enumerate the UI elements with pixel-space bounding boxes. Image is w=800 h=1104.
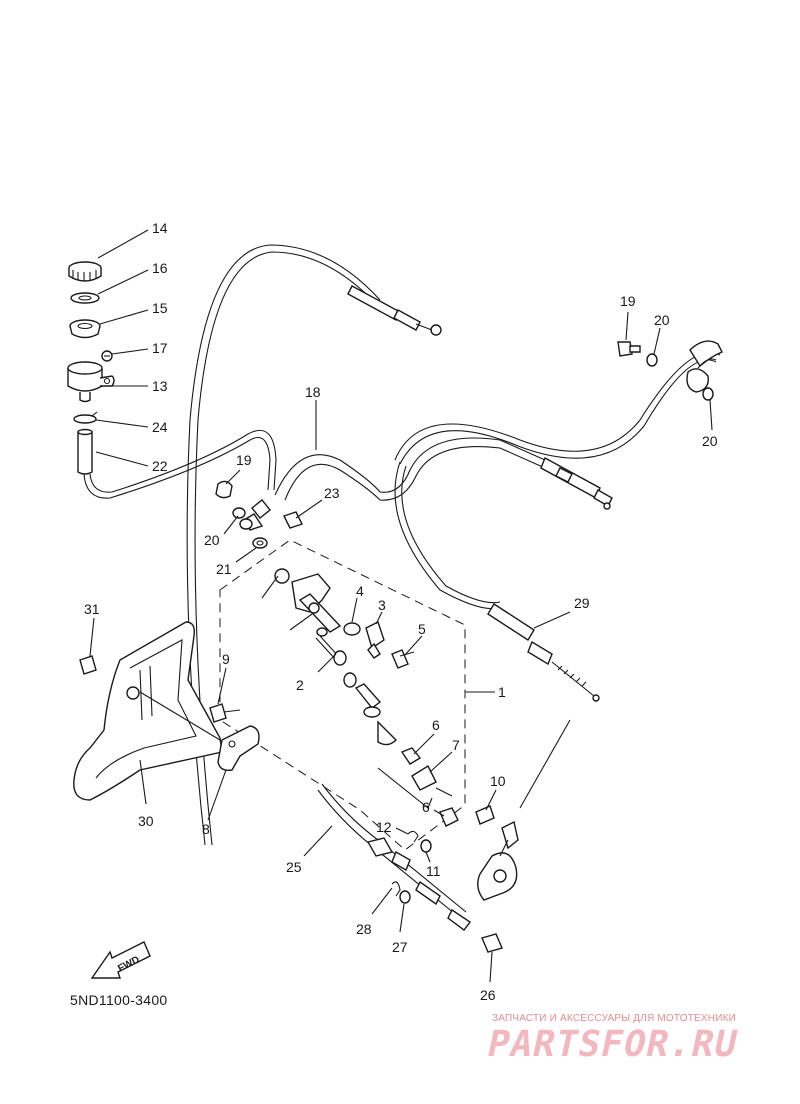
- nut-6-bottom-part[interactable]: [439, 807, 459, 827]
- cable-end-top-part[interactable]: [347, 285, 442, 336]
- diaphragm-plate-part[interactable]: [70, 292, 100, 304]
- watermark-brand: PARTSFOR.RU: [483, 1024, 742, 1065]
- brake-pedal-part[interactable]: [477, 719, 571, 901]
- callout-13: 13: [152, 378, 168, 394]
- screw-5-part[interactable]: [391, 649, 415, 669]
- leader-lines: [89, 229, 713, 983]
- callout-19-left: 19: [236, 452, 252, 468]
- callout-9: 9: [222, 651, 230, 667]
- screw-part[interactable]: [101, 350, 113, 362]
- o-ring-4-part[interactable]: [343, 622, 361, 636]
- heel-guard-30-part[interactable]: [73, 621, 223, 801]
- bolt-9-part[interactable]: [209, 703, 241, 723]
- callout-26: 26: [480, 987, 496, 1003]
- callout-10: 10: [490, 773, 506, 789]
- callout-12: 12: [376, 819, 392, 835]
- cotter-pin-12-part[interactable]: [407, 830, 419, 843]
- callout-28: 28: [356, 921, 372, 937]
- callout-20-top: 20: [654, 312, 670, 328]
- push-rod-7-part[interactable]: [377, 764, 453, 809]
- pin-26-part[interactable]: [481, 933, 503, 953]
- cable-29-lower-end-part[interactable]: [487, 603, 600, 702]
- cotter-pin-28-part[interactable]: [391, 881, 401, 897]
- callout-8: 8: [202, 821, 210, 837]
- callout-11: 11: [426, 863, 441, 879]
- diaphragm-part[interactable]: [69, 319, 101, 339]
- hose-clamp-part[interactable]: [73, 411, 98, 424]
- callout-19-top: 19: [620, 293, 636, 309]
- callout-3: 3: [378, 597, 386, 613]
- callout-25: 25: [286, 859, 302, 875]
- routing-lines: [83, 244, 721, 846]
- piston-kit-part[interactable]: [261, 575, 397, 746]
- hose-clip-23-part[interactable]: [283, 511, 303, 529]
- assembly-boundary: [219, 539, 466, 851]
- callout-6-bottom: 6: [422, 799, 430, 815]
- callout-24: 24: [152, 419, 168, 435]
- callout-4: 4: [356, 583, 364, 599]
- callout-23: 23: [324, 485, 340, 501]
- reservoir-hose-part[interactable]: [77, 428, 93, 475]
- brake-rod-cable-part[interactable]: [317, 783, 472, 931]
- callout-7: 7: [452, 737, 460, 753]
- bolt-31-part[interactable]: [79, 655, 97, 675]
- callout-2: 2: [296, 677, 304, 693]
- bracket-8-part[interactable]: [217, 725, 260, 772]
- fwd-arrow-icon: [90, 941, 151, 979]
- reservoir-tank-part[interactable]: [67, 361, 115, 403]
- callout-27: 27: [392, 939, 408, 955]
- diagram-code: 5ND1100-3400: [70, 992, 168, 1008]
- copper-washer-20-top-part[interactable]: [646, 353, 658, 367]
- nut-6-top-part[interactable]: [400, 747, 422, 765]
- callout-16: 16: [152, 260, 168, 276]
- callout-1: 1: [498, 684, 506, 700]
- callout-5: 5: [418, 621, 426, 637]
- hose-fitting-right-part[interactable]: [686, 340, 723, 393]
- reservoir-cap-part[interactable]: [68, 261, 102, 282]
- callout-6-top: 6: [432, 717, 440, 733]
- master-cylinder-body-part[interactable]: [274, 568, 342, 633]
- callout-14: 14: [152, 220, 168, 236]
- copper-washer-20-left-part[interactable]: [232, 507, 253, 530]
- washer-21-part[interactable]: [252, 537, 268, 549]
- callout-31: 31: [84, 601, 100, 617]
- callout-15: 15: [152, 300, 168, 316]
- callout-21: 21: [216, 561, 232, 577]
- callout-20-right: 20: [702, 433, 718, 449]
- pin-10-part[interactable]: [475, 805, 495, 825]
- callout-labels: 14 16 15 17 13 24 22 19 20 20 18 19 23 2…: [84, 220, 718, 1003]
- cable-adjuster-part[interactable]: [540, 457, 613, 510]
- callout-17: 17: [152, 340, 168, 356]
- callout-30: 30: [138, 813, 154, 829]
- callout-22: 22: [152, 458, 168, 474]
- watermark-tagline: ЗАПЧАСТИ И АКСЕССУАРЫ ДЛЯ МОТОТЕХНИКИ: [492, 1013, 737, 1024]
- callout-29: 29: [574, 595, 590, 611]
- copper-washer-20-bottom-part[interactable]: [702, 387, 714, 401]
- union-bolt-19-top-part[interactable]: [617, 341, 641, 357]
- union-bolt-19-left-part[interactable]: [215, 480, 233, 499]
- callout-20-left: 20: [204, 532, 220, 548]
- switch-3-part[interactable]: [365, 621, 385, 659]
- washer-11-part[interactable]: [420, 839, 432, 853]
- callout-18: 18: [305, 384, 321, 400]
- washer-27-part[interactable]: [399, 890, 411, 904]
